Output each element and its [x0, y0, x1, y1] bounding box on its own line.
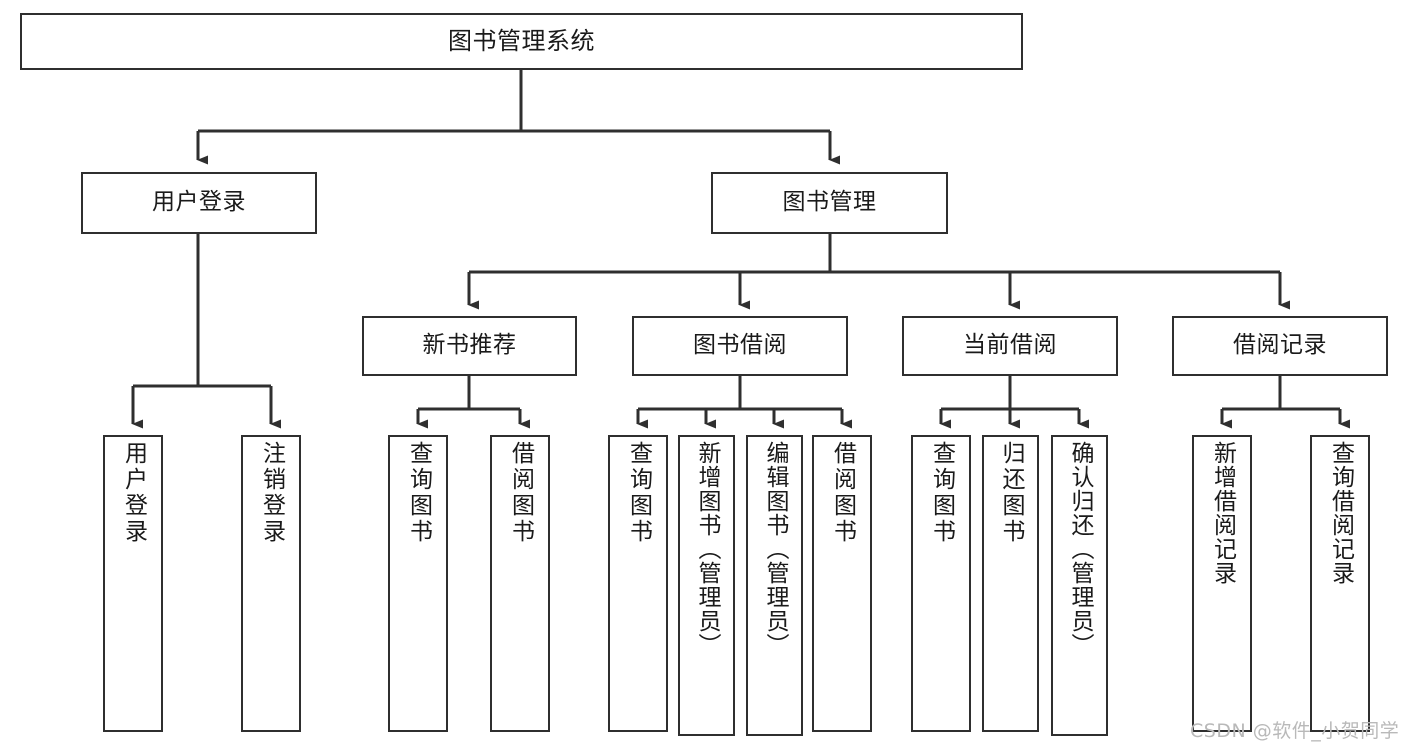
node-leaf-return-book[interactable]: 归还图书: [982, 435, 1039, 732]
node-root-system-label: 图书管理系统: [448, 27, 595, 56]
node-leaf-query-book-borrow-label: 查询图书: [625, 441, 652, 545]
node-leaf-add-borrow-record-label: 新增借阅记录: [1209, 441, 1236, 585]
node-leaf-logout[interactable]: 注销登录: [241, 435, 301, 732]
node-leaf-borrow-book[interactable]: 借阅图书: [812, 435, 872, 732]
node-leaf-borrow-book-label: 借阅图书: [829, 441, 856, 545]
node-book-management[interactable]: 图书管理: [711, 172, 948, 234]
node-leaf-add-borrow-record[interactable]: 新增借阅记录: [1192, 435, 1252, 732]
node-leaf-confirm-return-admin-label: 确认归还（管理员）: [1067, 441, 1093, 657]
node-book-borrow-label: 图书借阅: [693, 332, 787, 359]
node-leaf-query-borrow-record[interactable]: 查询借阅记录: [1310, 435, 1370, 732]
node-leaf-add-book-admin[interactable]: 新增图书（管理员）: [678, 435, 735, 736]
node-leaf-logout-label: 注销登录: [258, 441, 285, 545]
node-leaf-query-book-recommend-label: 查询图书: [405, 441, 432, 545]
node-borrow-record-label: 借阅记录: [1233, 332, 1327, 359]
node-new-book-recommend[interactable]: 新书推荐: [362, 316, 577, 376]
node-leaf-return-book-label: 归还图书: [998, 441, 1024, 545]
csdn-watermark: CSDN @软件_小贺同学: [1190, 716, 1399, 743]
node-leaf-user-login[interactable]: 用户登录: [103, 435, 163, 732]
node-leaf-edit-book-admin[interactable]: 编辑图书（管理员）: [746, 435, 803, 736]
node-user-login[interactable]: 用户登录: [81, 172, 317, 234]
node-new-book-recommend-label: 新书推荐: [422, 332, 517, 359]
node-user-login-label: 用户登录: [152, 189, 246, 216]
node-leaf-query-book-borrow[interactable]: 查询图书: [608, 435, 668, 732]
node-borrow-record[interactable]: 借阅记录: [1172, 316, 1388, 376]
node-leaf-query-borrow-record-label: 查询借阅记录: [1327, 441, 1354, 585]
node-leaf-edit-book-admin-label: 编辑图书（管理员）: [762, 441, 788, 657]
node-leaf-add-book-admin-label: 新增图书（管理员）: [694, 441, 720, 657]
node-leaf-query-book-current[interactable]: 查询图书: [911, 435, 971, 732]
node-leaf-user-login-label: 用户登录: [120, 441, 147, 545]
node-current-borrow-label: 当前借阅: [963, 332, 1057, 359]
node-book-borrow[interactable]: 图书借阅: [632, 316, 848, 376]
node-leaf-query-book-current-label: 查询图书: [928, 441, 955, 545]
node-leaf-confirm-return-admin[interactable]: 确认归还（管理员）: [1051, 435, 1108, 736]
node-leaf-borrow-book-recommend-label: 借阅图书: [507, 441, 534, 545]
node-root-system[interactable]: 图书管理系统: [20, 13, 1023, 70]
node-leaf-borrow-book-recommend[interactable]: 借阅图书: [490, 435, 550, 732]
node-leaf-query-book-recommend[interactable]: 查询图书: [388, 435, 448, 732]
node-book-management-label: 图书管理: [782, 189, 877, 216]
node-current-borrow[interactable]: 当前借阅: [902, 316, 1118, 376]
csdn-watermark-text: CSDN @软件_小贺同学: [1190, 720, 1400, 742]
